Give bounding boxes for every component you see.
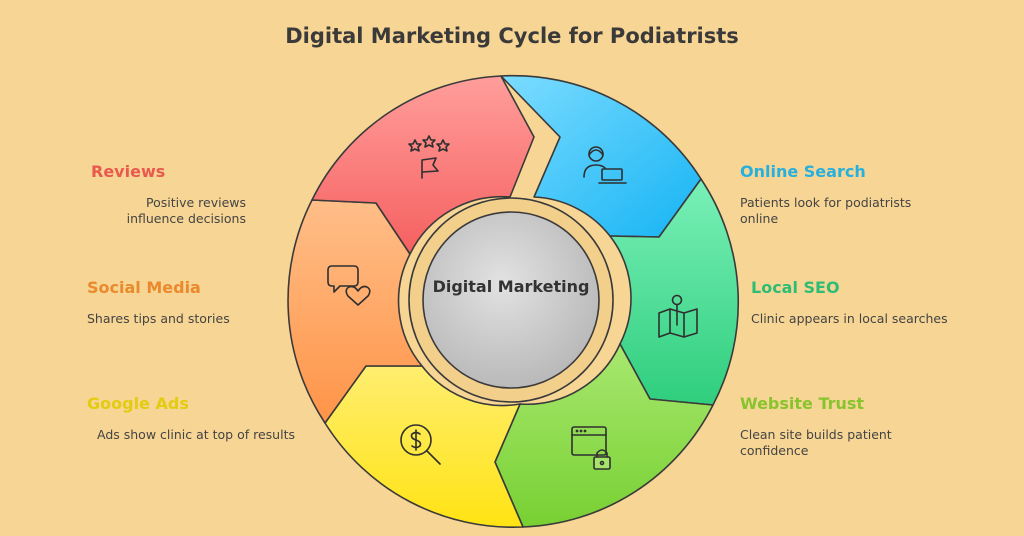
chat-heart-icon bbox=[327, 265, 371, 306]
stage-description: Clean site builds patient confidence bbox=[740, 427, 892, 458]
segment-online-search[interactable] bbox=[500, 74, 702, 238]
stage-description: Positive reviews influence decisions bbox=[126, 195, 246, 226]
stage-title: Social Media bbox=[87, 278, 201, 297]
user-laptop-icon bbox=[583, 146, 627, 184]
stage-description: Ads show clinic at top of results bbox=[97, 427, 295, 442]
browser-lock-icon bbox=[571, 426, 611, 470]
center-hub[interactable] bbox=[422, 211, 600, 389]
page-title: Digital Marketing Cycle for Podiatrists bbox=[285, 24, 739, 48]
stage-reviews: Reviews Positive reviews influence decis… bbox=[91, 162, 246, 227]
center-label: Digital Marketing bbox=[433, 277, 590, 296]
stage-title: Online Search bbox=[740, 162, 866, 181]
stage-website-trust: Website Trust Clean site builds patient … bbox=[740, 394, 920, 459]
stage-title: Website Trust bbox=[740, 394, 865, 413]
stage-description: Clinic appears in local searches bbox=[751, 311, 948, 326]
segment-reviews[interactable] bbox=[311, 75, 535, 255]
dollar-search-icon bbox=[400, 424, 441, 465]
stage-title: Reviews bbox=[91, 162, 166, 181]
stage-description: Patients look for podiatrists online bbox=[740, 195, 912, 226]
stage-title: Google Ads bbox=[87, 394, 189, 413]
stage-social-media: Social Media Shares tips and stories bbox=[87, 278, 287, 327]
stage-local-seo: Local SEO Clinic appears in local search… bbox=[751, 278, 981, 327]
stage-description: Shares tips and stories bbox=[87, 311, 230, 326]
stage-online-search: Online Search Patients look for podiatri… bbox=[740, 162, 940, 227]
stage-google-ads: Google Ads Ads show clinic at top of res… bbox=[87, 394, 297, 443]
stage-title: Local SEO bbox=[751, 278, 840, 297]
map-pin-icon bbox=[658, 294, 698, 338]
stars-flag-icon bbox=[408, 135, 450, 179]
